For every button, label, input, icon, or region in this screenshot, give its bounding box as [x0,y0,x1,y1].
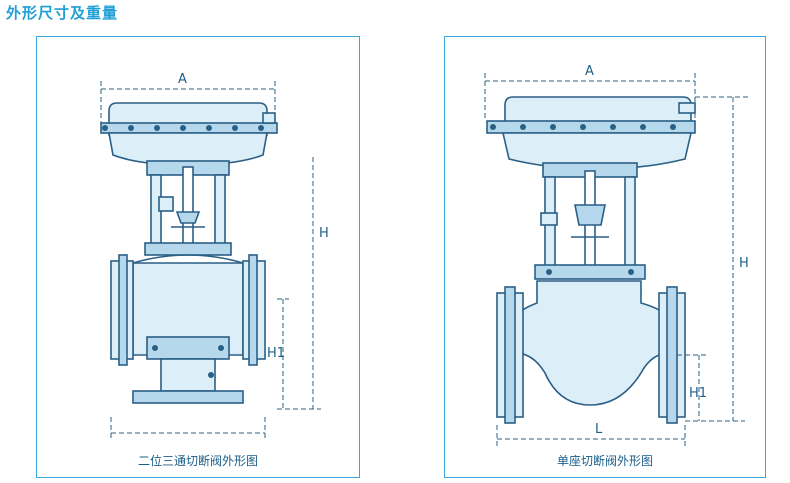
dim-label-L: L [595,422,603,437]
bottom-flange [132,390,244,404]
bonnet-flange [534,264,646,280]
yoke-pillar-right [214,174,226,248]
stem-connector [175,211,201,224]
yoke-pillar-right [624,176,636,270]
caption-single-seat-valve: 单座切断阀外形图 [556,454,653,468]
dim-label-A: A [585,64,594,79]
single-seat-valve-drawing: A H H1 L [484,64,749,447]
dim-label-A: A [178,72,187,87]
bonnet-flange [144,242,232,256]
positioner-indicator [540,212,558,226]
dim-label-H: H [739,256,749,271]
dim-label-H1: H1 [267,346,285,361]
valve-body [504,280,682,406]
dim-label-H1: H1 [689,386,707,401]
actuator-flange [486,120,696,134]
page-title: 外形尺寸及重量 [6,4,119,22]
diagram-panel-three-way: A H1 H 二位三通切断阀外形图 [36,36,360,478]
actuator-port [678,102,696,114]
valve-stem [182,166,194,248]
stem-connector [574,204,606,226]
dim-label-H: H [319,226,329,241]
actuator-port [262,112,276,124]
three-way-valve-drawing: A H1 H [100,72,329,441]
actuator-flange [100,122,278,134]
actuator-lower-case [108,132,268,166]
diagram-panel-single-seat: A H H1 L 单座切断阀外形图 [444,36,766,478]
lower-body-joint [146,336,230,360]
positioner-indicator [158,196,174,212]
lower-outlet-neck [160,358,216,392]
caption-three-way-valve: 二位三通切断阀外形图 [137,454,258,468]
